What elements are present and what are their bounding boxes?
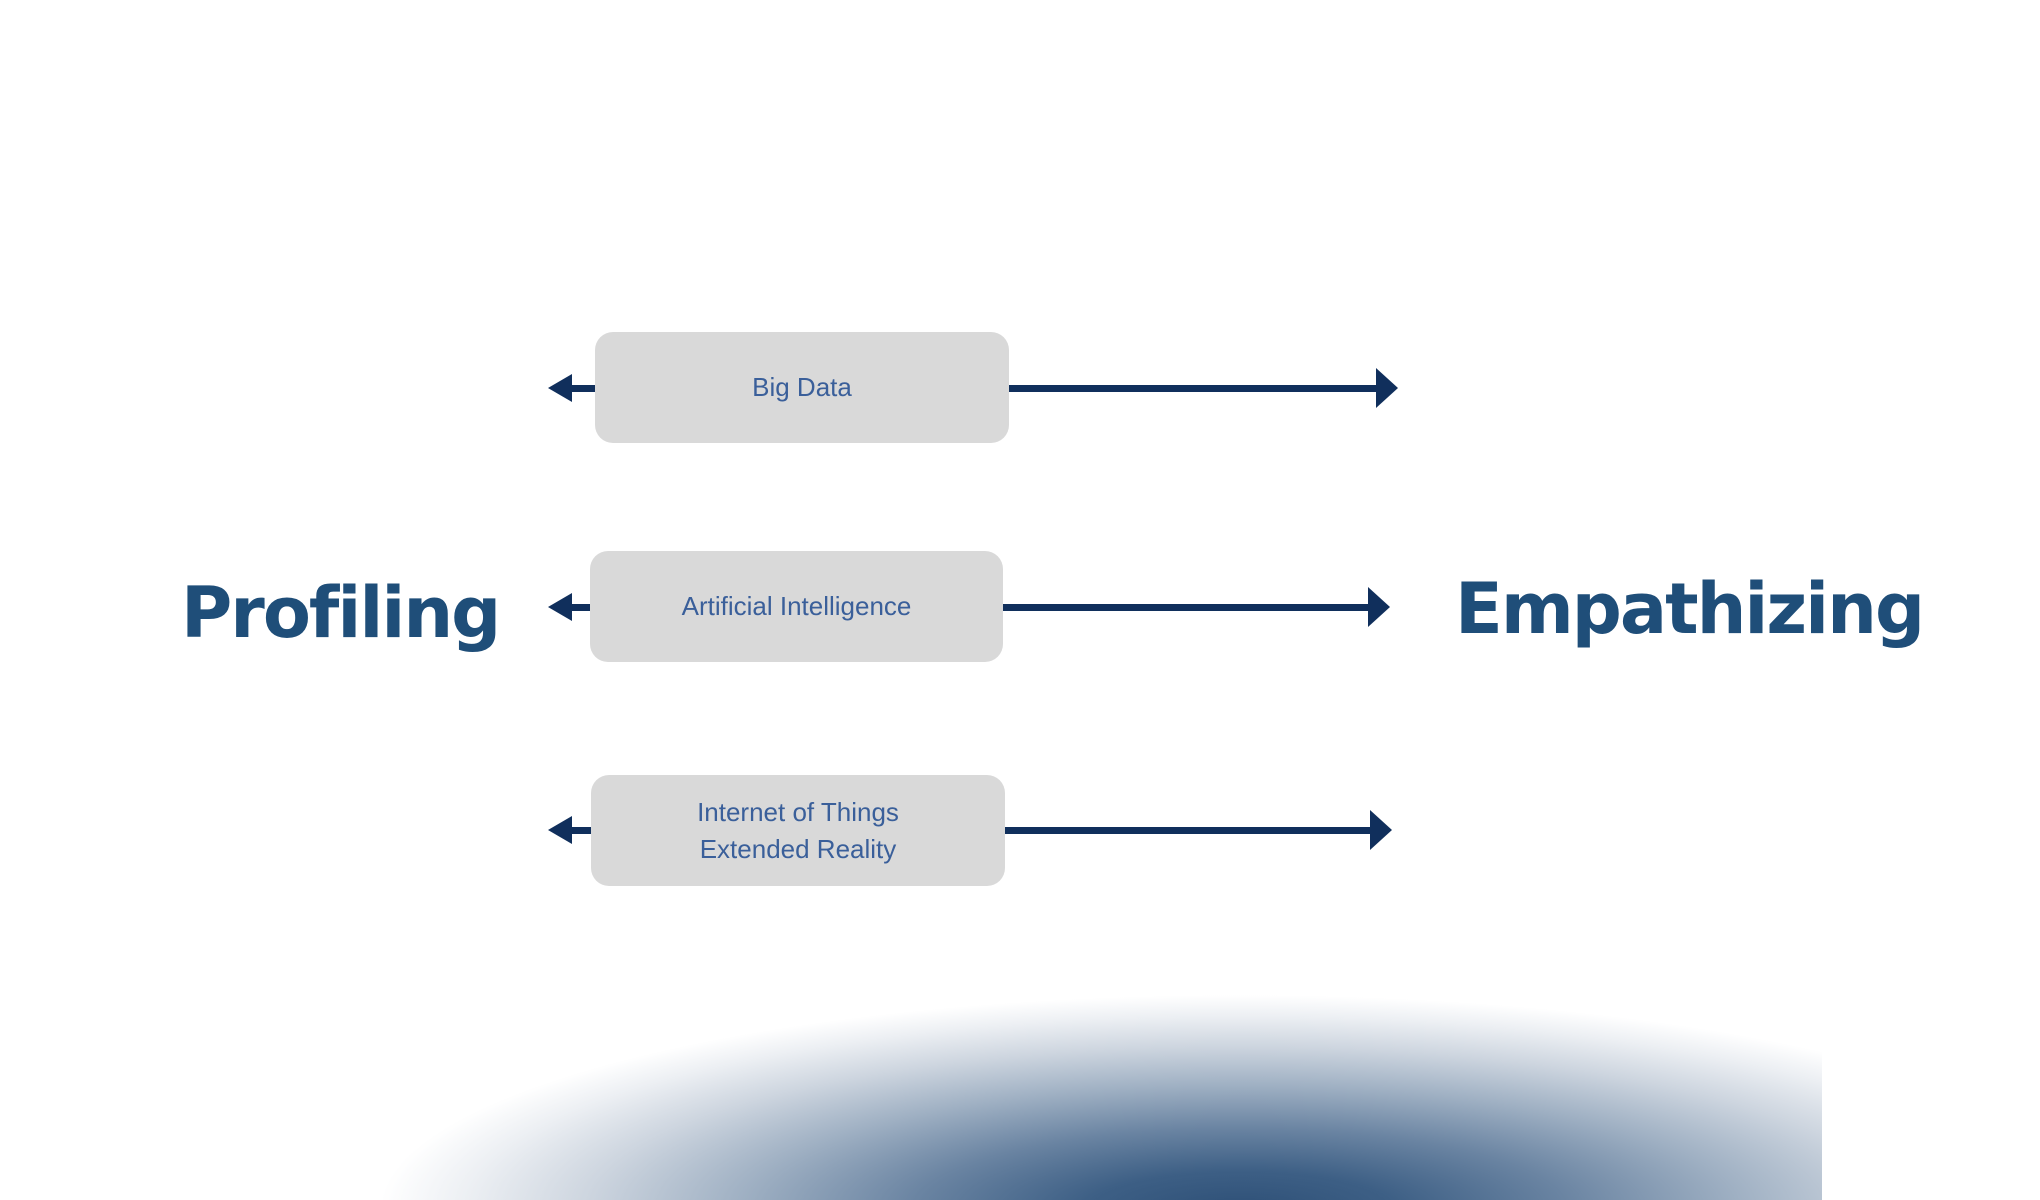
box-text-line: Big Data — [752, 372, 852, 402]
arrow-right-shaft — [1003, 604, 1371, 611]
box-text-line: Internet of Things — [697, 796, 899, 827]
profiling-label: Profiling — [181, 572, 501, 654]
arrow-right-shaft — [1005, 827, 1373, 834]
arrow-left-shaft — [570, 385, 600, 392]
box-text-line: Artificial Intelligence — [681, 591, 912, 621]
arrow-right-icon — [1368, 587, 1390, 627]
box-text-line: Extended Reality — [699, 833, 897, 864]
arrow-right-icon — [1376, 368, 1398, 408]
arrow-left-icon — [548, 816, 572, 844]
arrow-right-icon — [1370, 810, 1392, 850]
arrow-left-shaft — [570, 827, 595, 834]
arrow-left-icon — [548, 593, 572, 621]
technology-box-iot-xr: Internet of Things Extended Reality — [591, 775, 1005, 886]
technology-box-big-data: Big Data — [595, 332, 1009, 443]
arrow-left-shaft — [570, 604, 594, 611]
technology-box-artificial-intelligence: Artificial Intelligence — [590, 551, 1003, 662]
arrow-right-shaft — [1009, 385, 1379, 392]
arrow-left-icon — [548, 374, 572, 402]
decorative-gradient-dome — [220, 990, 1822, 1200]
empathizing-label: Empathizing — [1455, 568, 1925, 650]
